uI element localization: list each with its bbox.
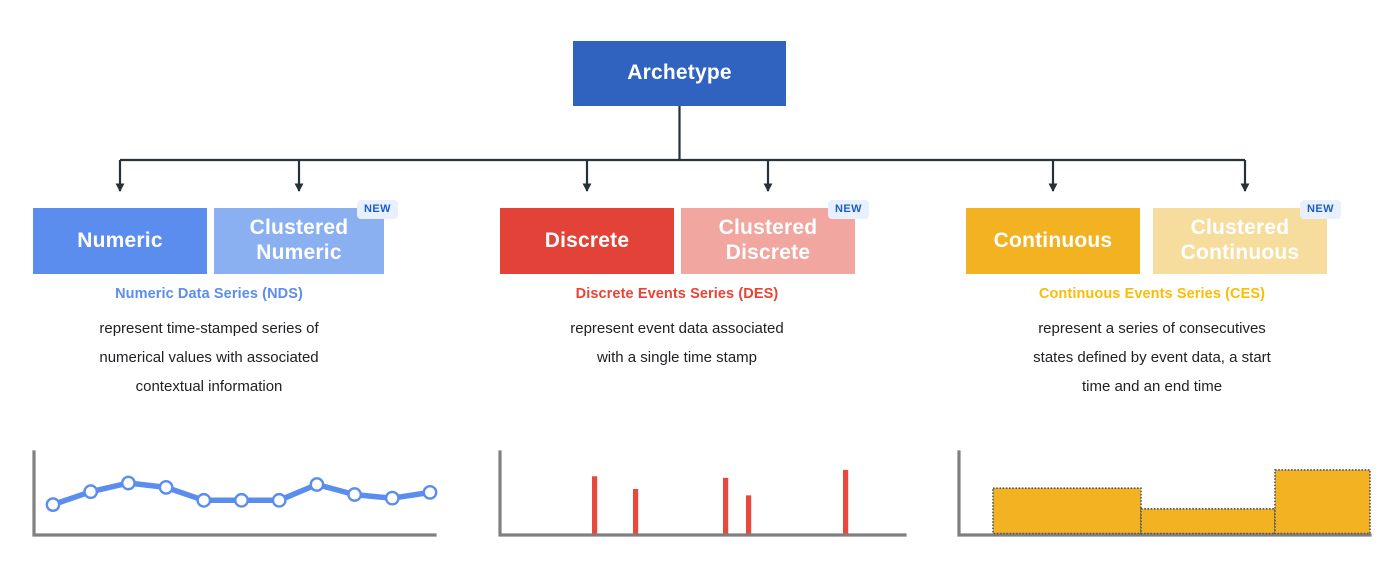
node-clustered-discrete-label: Clustered Discrete xyxy=(719,216,818,266)
node-discrete[interactable]: Discrete xyxy=(500,208,674,274)
description-title-ces: Continuous Events Series (CES) xyxy=(1038,286,1266,302)
label-line-2: Numeric xyxy=(256,241,342,264)
chart-marker xyxy=(234,492,249,508)
archetype-root-node[interactable]: Archetype xyxy=(573,41,786,106)
chart-ces-states xyxy=(957,450,1372,537)
chart-event-bar xyxy=(746,495,752,534)
body-line: represent event data associated xyxy=(570,320,784,337)
chart-state-block xyxy=(1140,508,1276,535)
description-discrete: Discrete Events Series (DES) represent e… xyxy=(477,286,877,373)
chart-axes xyxy=(32,450,437,537)
description-title-des: Discrete Events Series (DES) xyxy=(575,286,779,302)
chart-marker xyxy=(196,492,212,508)
label-line-1: Clustered xyxy=(1190,216,1290,240)
label-line-1: Clustered xyxy=(249,216,349,240)
chart-event-bar xyxy=(633,488,639,534)
chart-nds-line xyxy=(32,450,438,537)
chart-marker xyxy=(83,484,99,500)
body-line: states defined by event data, a start xyxy=(1033,348,1271,366)
chart-state-blocks xyxy=(992,469,1371,535)
body-line: with a single time stamp xyxy=(596,348,758,366)
chart-marker xyxy=(271,492,287,508)
label-line-1: Clustered xyxy=(718,216,818,240)
description-body-des: represent event data associated with a s… xyxy=(477,315,877,373)
new-badge-clustered-continuous: NEW xyxy=(1300,200,1341,219)
node-clustered-numeric-label: Clustered Numeric xyxy=(250,216,349,266)
chart-markers xyxy=(45,475,438,513)
label-line-2: Continuous xyxy=(1180,241,1300,264)
chart-marker xyxy=(121,475,136,491)
label-line-2: Discrete xyxy=(725,241,811,264)
node-clustered-numeric[interactable]: Clustered Numeric xyxy=(214,208,384,274)
chart-marker xyxy=(384,490,400,506)
node-clustered-discrete[interactable]: Clustered Discrete xyxy=(681,208,855,274)
chart-state-block xyxy=(992,487,1142,535)
chart-marker xyxy=(347,487,362,502)
body-line: time and an end time xyxy=(1081,377,1223,395)
chart-marker xyxy=(45,497,61,513)
chart-event-bar xyxy=(843,469,849,534)
body-line: represent time-stamped series of xyxy=(99,320,319,337)
chart-event-bar xyxy=(723,477,729,534)
body-line: represent a series of consecutives xyxy=(1038,320,1266,337)
chart-event-bar xyxy=(592,476,598,534)
node-clustered-continuous[interactable]: Clustered Continuous xyxy=(1153,208,1327,274)
description-body-ces: represent a series of consecutives state… xyxy=(952,315,1352,402)
new-badge-clustered-discrete: NEW xyxy=(828,200,869,219)
description-title-nds: Numeric Data Series (NDS) xyxy=(115,286,303,302)
chart-axes xyxy=(957,450,1372,537)
body-line: contextual information xyxy=(135,377,283,395)
description-numeric: Numeric Data Series (NDS) represent time… xyxy=(9,286,409,402)
chart-marker xyxy=(422,485,438,500)
chart-state-block xyxy=(1274,469,1371,535)
chart-axes xyxy=(498,450,907,537)
description-continuous: Continuous Events Series (CES) represent… xyxy=(952,286,1352,402)
chart-marker xyxy=(158,479,174,495)
node-clustered-continuous-label: Clustered Continuous xyxy=(1181,216,1300,266)
chart-des-events xyxy=(498,450,907,537)
node-numeric[interactable]: Numeric xyxy=(33,208,207,274)
new-badge-clustered-numeric: NEW xyxy=(357,200,398,219)
description-body-nds: represent time-stamped series of numeric… xyxy=(9,315,409,402)
body-line: numerical values with associated xyxy=(99,348,319,366)
chart-event-bars xyxy=(592,469,849,534)
chart-marker xyxy=(309,477,325,492)
node-continuous[interactable]: Continuous xyxy=(966,208,1140,274)
